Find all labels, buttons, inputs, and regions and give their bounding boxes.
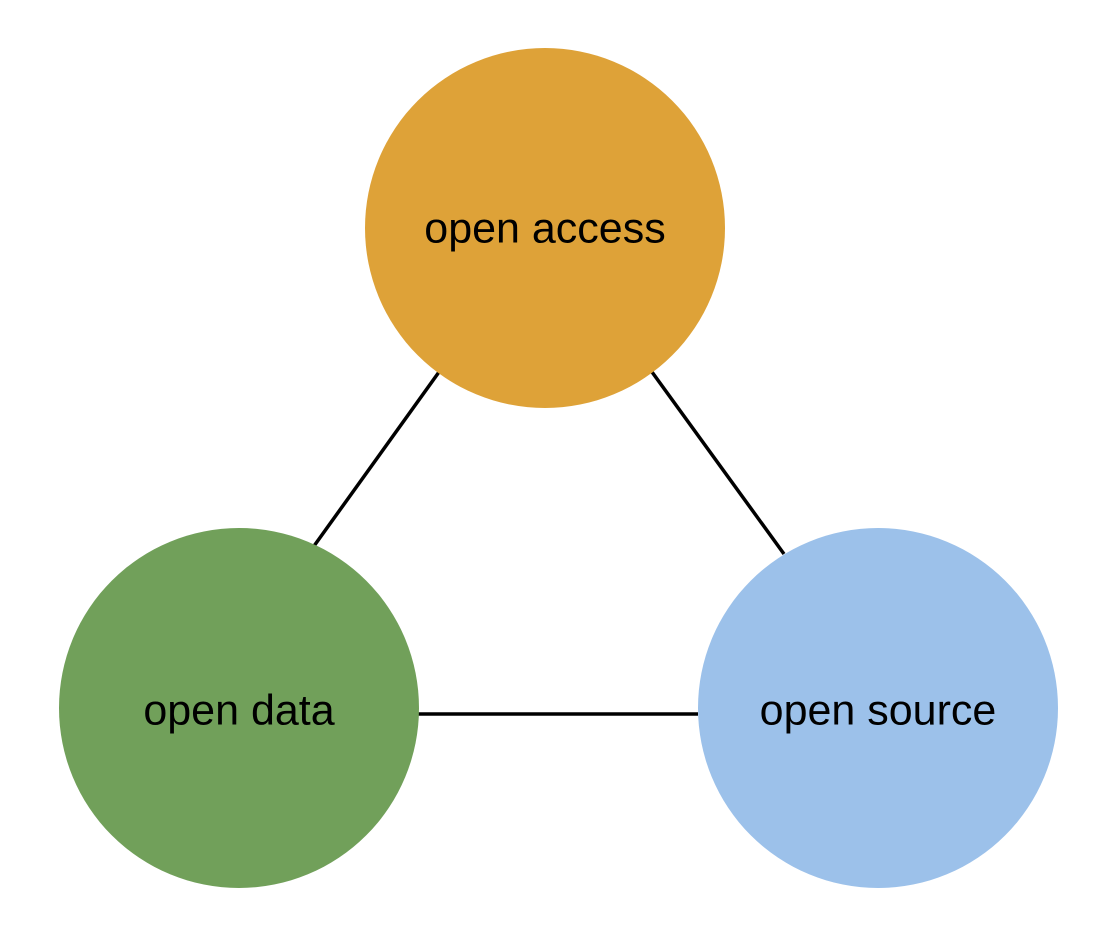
node-open-access: open access — [365, 48, 725, 408]
edge-access-data — [312, 370, 441, 548]
node-open-data: open data — [59, 528, 419, 888]
node-open-access-circle — [365, 48, 725, 408]
node-open-data-circle — [59, 528, 419, 888]
node-open-source: open source — [698, 528, 1058, 888]
node-open-source-label: open source — [760, 686, 997, 734]
node-open-data-label: open data — [143, 686, 334, 734]
node-open-source-circle — [698, 528, 1058, 888]
edge-access-source — [650, 370, 786, 556]
node-open-access-label: open access — [424, 204, 665, 252]
